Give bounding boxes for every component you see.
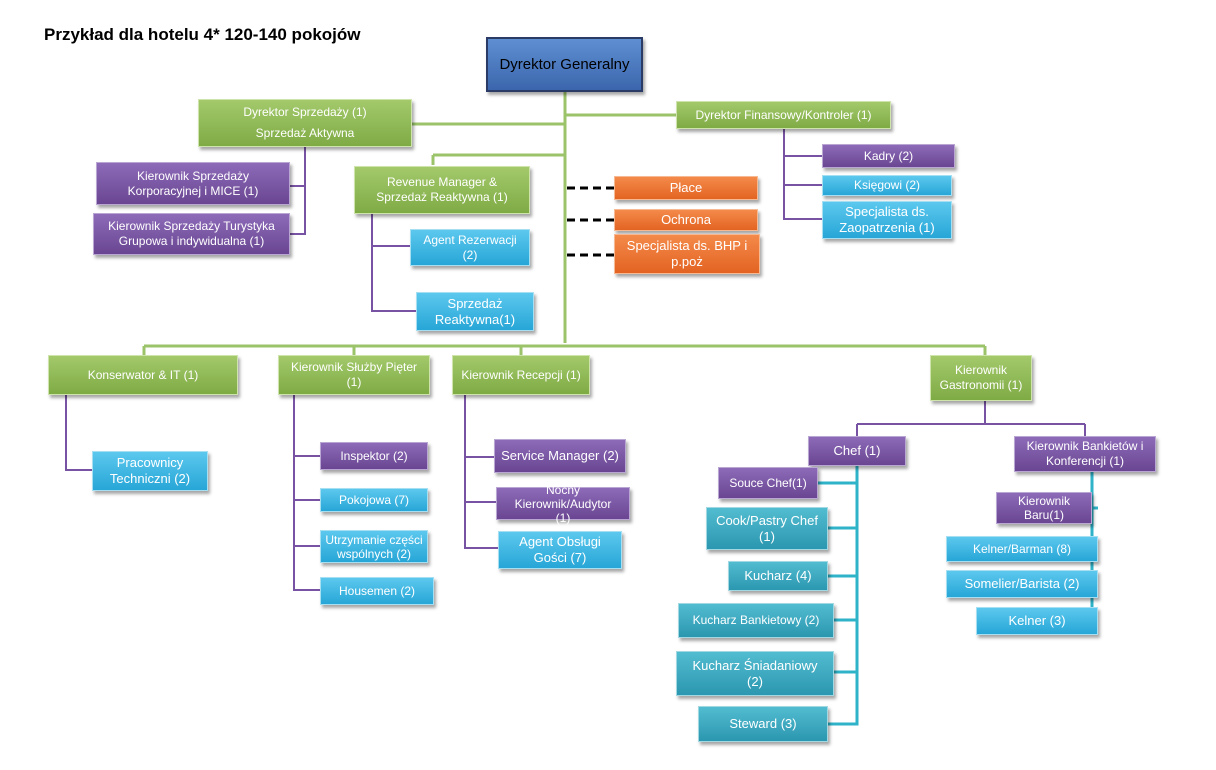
node-label: Kierownik Gastronomii (1): [939, 363, 1023, 392]
node-label: Specjalista ds. BHP i p.poż: [626, 238, 748, 269]
node-label: Dyrektor Generalny: [499, 56, 630, 73]
node-kierownik-recepcji[interactable]: Kierownik Recepcji (1): [452, 355, 590, 395]
node-ochrona[interactable]: Ochrona: [614, 209, 758, 231]
node-label: Utrzymanie części wspólnych (2): [325, 532, 423, 561]
node-label: Kucharz (4): [744, 568, 812, 583]
node-steward[interactable]: Steward (3): [698, 706, 828, 742]
node-kucharz[interactable]: Kucharz (4): [728, 561, 828, 591]
node-somelier-barista[interactable]: Somelier/Barista (2): [946, 570, 1098, 598]
node-label: Płace: [669, 180, 703, 195]
node-label: Pracownicy Techniczni (2): [109, 455, 191, 486]
node-label: Chef (1): [833, 443, 881, 458]
node-label: Pokojowa (7): [338, 492, 410, 507]
node-label: Kierownik Bankietów i Konferencji (1): [1026, 439, 1144, 468]
node-label: Specjalista ds. Zaopatrzenia (1): [839, 204, 935, 235]
node-kierownik-bankietow[interactable]: Kierownik Bankietów i Konferencji (1): [1014, 436, 1156, 472]
node-label: Nocny Kierownik/Audytor (1): [514, 482, 612, 525]
node-label: Dyrektor Sprzedaży (1) Sprzedaż Aktywna: [243, 105, 367, 140]
node-chef[interactable]: Chef (1): [808, 436, 906, 466]
node-label: Kierownik Sprzedaży Korporacyjnej i MICE…: [127, 168, 259, 198]
node-dyrektor-finansowy[interactable]: Dyrektor Finansowy/Kontroler (1): [676, 101, 891, 129]
node-label: Kelner (3): [1008, 613, 1066, 628]
node-label: Revenue Manager & Sprzedaż Reaktywna (1): [376, 175, 508, 204]
node-dyrektor-generalny[interactable]: Dyrektor Generalny: [486, 37, 643, 92]
node-label: Service Manager (2): [501, 448, 619, 463]
node-label: Kierownik Służby Pięter (1): [290, 360, 418, 389]
dashed-connectors: [567, 186, 614, 257]
node-kelner[interactable]: Kelner (3): [976, 607, 1098, 635]
node-label: Kadry (2): [863, 148, 914, 163]
node-kadry[interactable]: Kadry (2): [822, 144, 955, 168]
node-label: Inspektor (2): [340, 448, 408, 463]
node-pracownicy-techniczni[interactable]: Pracownicy Techniczni (2): [92, 451, 208, 491]
node-service-manager[interactable]: Service Manager (2): [494, 439, 626, 473]
node-dyrektor-sprzedazy[interactable]: Dyrektor Sprzedaży (1) Sprzedaż Aktywna: [198, 99, 412, 147]
node-label: Cook/Pastry Chef (1): [716, 512, 818, 544]
node-label: Kierownik Baru(1): [1017, 494, 1071, 522]
node-specjalista-zaopatrzenia[interactable]: Specjalista ds. Zaopatrzenia (1): [822, 201, 952, 239]
node-pokojowa[interactable]: Pokojowa (7): [320, 488, 428, 512]
node-label: Housemen (2): [338, 583, 416, 598]
node-label: Kelner/Barman (8): [972, 541, 1072, 556]
node-kierownik-sluzby-pieter[interactable]: Kierownik Służby Pięter (1): [278, 355, 430, 395]
node-utrzymanie-czesci-wspolnych[interactable]: Utrzymanie części wspólnych (2): [320, 530, 428, 563]
node-nocny-kierownik-audytor[interactable]: Nocny Kierownik/Audytor (1): [496, 483, 630, 525]
node-kucharz-bankietowy[interactable]: Kucharz Bankietowy (2): [678, 603, 834, 638]
node-label: Księgowi (2): [853, 178, 921, 192]
node-label: Somelier/Barista (2): [964, 576, 1080, 591]
node-label: Kierownik Sprzedaży Turystyka Grupowa i …: [108, 219, 275, 248]
node-inspektor[interactable]: Inspektor (2): [320, 442, 428, 470]
node-ksiegowi[interactable]: Księgowi (2): [822, 175, 952, 196]
node-label: Agent Rezerwacji (2): [423, 232, 517, 262]
node-kierownik-sprzedazy-korporacyjnej[interactable]: Kierownik Sprzedaży Korporacyjnej i MICE…: [96, 162, 290, 205]
node-agent-obslugi-gosci[interactable]: Agent Obsługi Gości (7): [498, 531, 622, 569]
node-label: Kucharz Bankietowy (2): [692, 613, 820, 627]
node-housemen[interactable]: Housemen (2): [320, 577, 434, 605]
node-label: Steward (3): [729, 716, 797, 731]
node-label: Kierownik Recepcji (1): [461, 367, 581, 382]
node-cook-pastry-chef[interactable]: Cook/Pastry Chef (1): [706, 507, 828, 550]
node-souce-chef[interactable]: Souce Chef(1): [718, 467, 818, 499]
node-revenue-manager[interactable]: Revenue Manager & Sprzedaż Reaktywna (1): [354, 166, 530, 214]
node-label: Konserwator & IT (1): [87, 367, 199, 382]
node-kierownik-gastronomii[interactable]: Kierownik Gastronomii (1): [930, 355, 1032, 401]
node-label: Agent Obsługi Gości (7): [519, 534, 601, 565]
node-kucharz-sniadaniowy[interactable]: Kucharz Śniadaniowy (2): [676, 651, 834, 696]
node-agent-rezerwacji[interactable]: Agent Rezerwacji (2): [410, 229, 530, 266]
node-label: Ochrona: [661, 212, 711, 227]
node-label: Kucharz Śniadaniowy (2): [692, 657, 818, 689]
node-label: Souce Chef(1): [729, 475, 807, 490]
node-kelner-barman[interactable]: Kelner/Barman (8): [946, 536, 1098, 562]
node-kierownik-sprzedazy-turystyka[interactable]: Kierownik Sprzedaży Turystyka Grupowa i …: [93, 213, 290, 255]
node-place[interactable]: Płace: [614, 176, 758, 200]
node-konserwator-it[interactable]: Konserwator & IT (1): [48, 355, 238, 395]
node-sprzedaz-reaktywna[interactable]: Sprzedaż Reaktywna(1): [416, 292, 534, 331]
page-title: Przykład dla hotelu 4* 120-140 pokojów: [44, 25, 361, 44]
node-label: Sprzedaż Reaktywna(1): [434, 295, 516, 327]
node-specjalista-bhp[interactable]: Specjalista ds. BHP i p.poż: [614, 234, 760, 274]
node-kierownik-baru[interactable]: Kierownik Baru(1): [996, 492, 1092, 524]
node-label: Dyrektor Finansowy/Kontroler (1): [695, 107, 872, 122]
